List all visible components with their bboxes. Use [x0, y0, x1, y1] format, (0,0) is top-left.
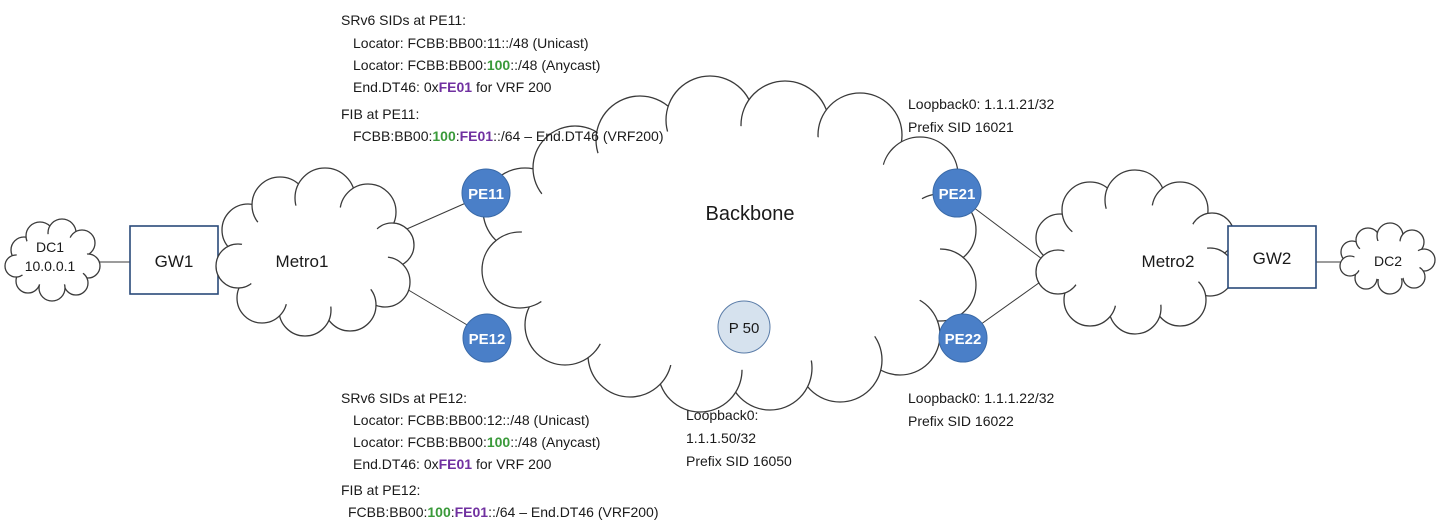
pe12-info: SRv6 SIDs at PE12: Locator: FCBB:BB00:12…: [341, 390, 659, 520]
metro1-label: Metro1: [276, 252, 329, 271]
pe21-loopback: Loopback0: 1.1.1.21/32: [908, 96, 1055, 112]
pe22-node: PE22: [938, 313, 988, 363]
dc1-label: DC1: [36, 239, 64, 255]
metro2-cloud: Metro2: [1035, 169, 1235, 335]
pe12-fib-entry: FCBB:BB00:100:FE01::/64 – End.DT46 (VRF2…: [348, 504, 659, 520]
pe22-loopback: Loopback0: 1.1.1.22/32: [908, 390, 1055, 406]
p50-info: Loopback0: 1.1.1.50/32 Prefix SID 16050: [686, 407, 792, 469]
pe12-locator-unicast: Locator: FCBB:BB00:12::/48 (Unicast): [353, 412, 590, 428]
p50-ip: 1.1.1.50/32: [686, 430, 756, 446]
metro1-cloud: Metro1: [215, 167, 415, 337]
dc1-ip: 10.0.0.1: [25, 258, 76, 274]
pe12-fib-title: FIB at PE12:: [341, 482, 420, 498]
pe12-locator-anycast: Locator: FCBB:BB00:100::/48 (Anycast): [353, 434, 600, 450]
pe21-info: Loopback0: 1.1.1.21/32 Prefix SID 16021: [908, 96, 1055, 135]
pe11-locator-unicast: Locator: FCBB:BB00:11::/48 (Unicast): [353, 35, 589, 51]
pe21-label: PE21: [939, 186, 976, 203]
pe11-label: PE11: [468, 186, 504, 203]
pe22-info: Loopback0: 1.1.1.22/32 Prefix SID 16022: [908, 390, 1055, 429]
p50-node: P 50: [717, 300, 771, 354]
pe11-info: SRv6 SIDs at PE11: Locator: FCBB:BB00:11…: [341, 12, 664, 144]
gw1-label: GW1: [155, 252, 194, 271]
gw2-label: GW2: [1253, 249, 1292, 268]
pe12-node: PE12: [462, 313, 512, 363]
dc1-cloud: DC1 10.0.0.1: [4, 218, 101, 302]
pe11-fib-title: FIB at PE11:: [341, 106, 419, 122]
pe12-label: PE12: [469, 331, 506, 348]
gw2: GW2: [1227, 225, 1317, 289]
dc2-label: DC2: [1374, 253, 1402, 269]
gw1: GW1: [129, 225, 219, 295]
pe11-sids-title: SRv6 SIDs at PE11:: [341, 12, 466, 28]
pe12-sids-title: SRv6 SIDs at PE12:: [341, 390, 467, 406]
backbone-label: Backbone: [706, 203, 795, 225]
pe21-node: PE21: [932, 168, 982, 218]
pe11-node: PE11: [461, 168, 511, 218]
pe21-prefix-sid: Prefix SID 16021: [908, 119, 1014, 135]
pe22-prefix-sid: Prefix SID 16022: [908, 413, 1014, 429]
p50-prefix-sid: Prefix SID 16050: [686, 453, 792, 469]
pe11-locator-anycast: Locator: FCBB:BB00:100::/48 (Anycast): [353, 57, 600, 73]
pe12-end-dt46: End.DT46: 0xFE01 for VRF 200: [353, 456, 552, 472]
pe11-fib-entry: FCBB:BB00:100:FE01::/64 – End.DT46 (VRF2…: [353, 128, 664, 144]
backbone-cloud: Backbone: [481, 75, 977, 413]
dc2-cloud: DC2: [1339, 222, 1436, 295]
pe22-label: PE22: [945, 331, 982, 348]
p50-label: P 50: [729, 320, 760, 337]
metro2-label: Metro2: [1142, 252, 1195, 271]
p50-loopback: Loopback0:: [686, 407, 758, 423]
pe11-end-dt46: End.DT46: 0xFE01 for VRF 200: [353, 79, 552, 95]
